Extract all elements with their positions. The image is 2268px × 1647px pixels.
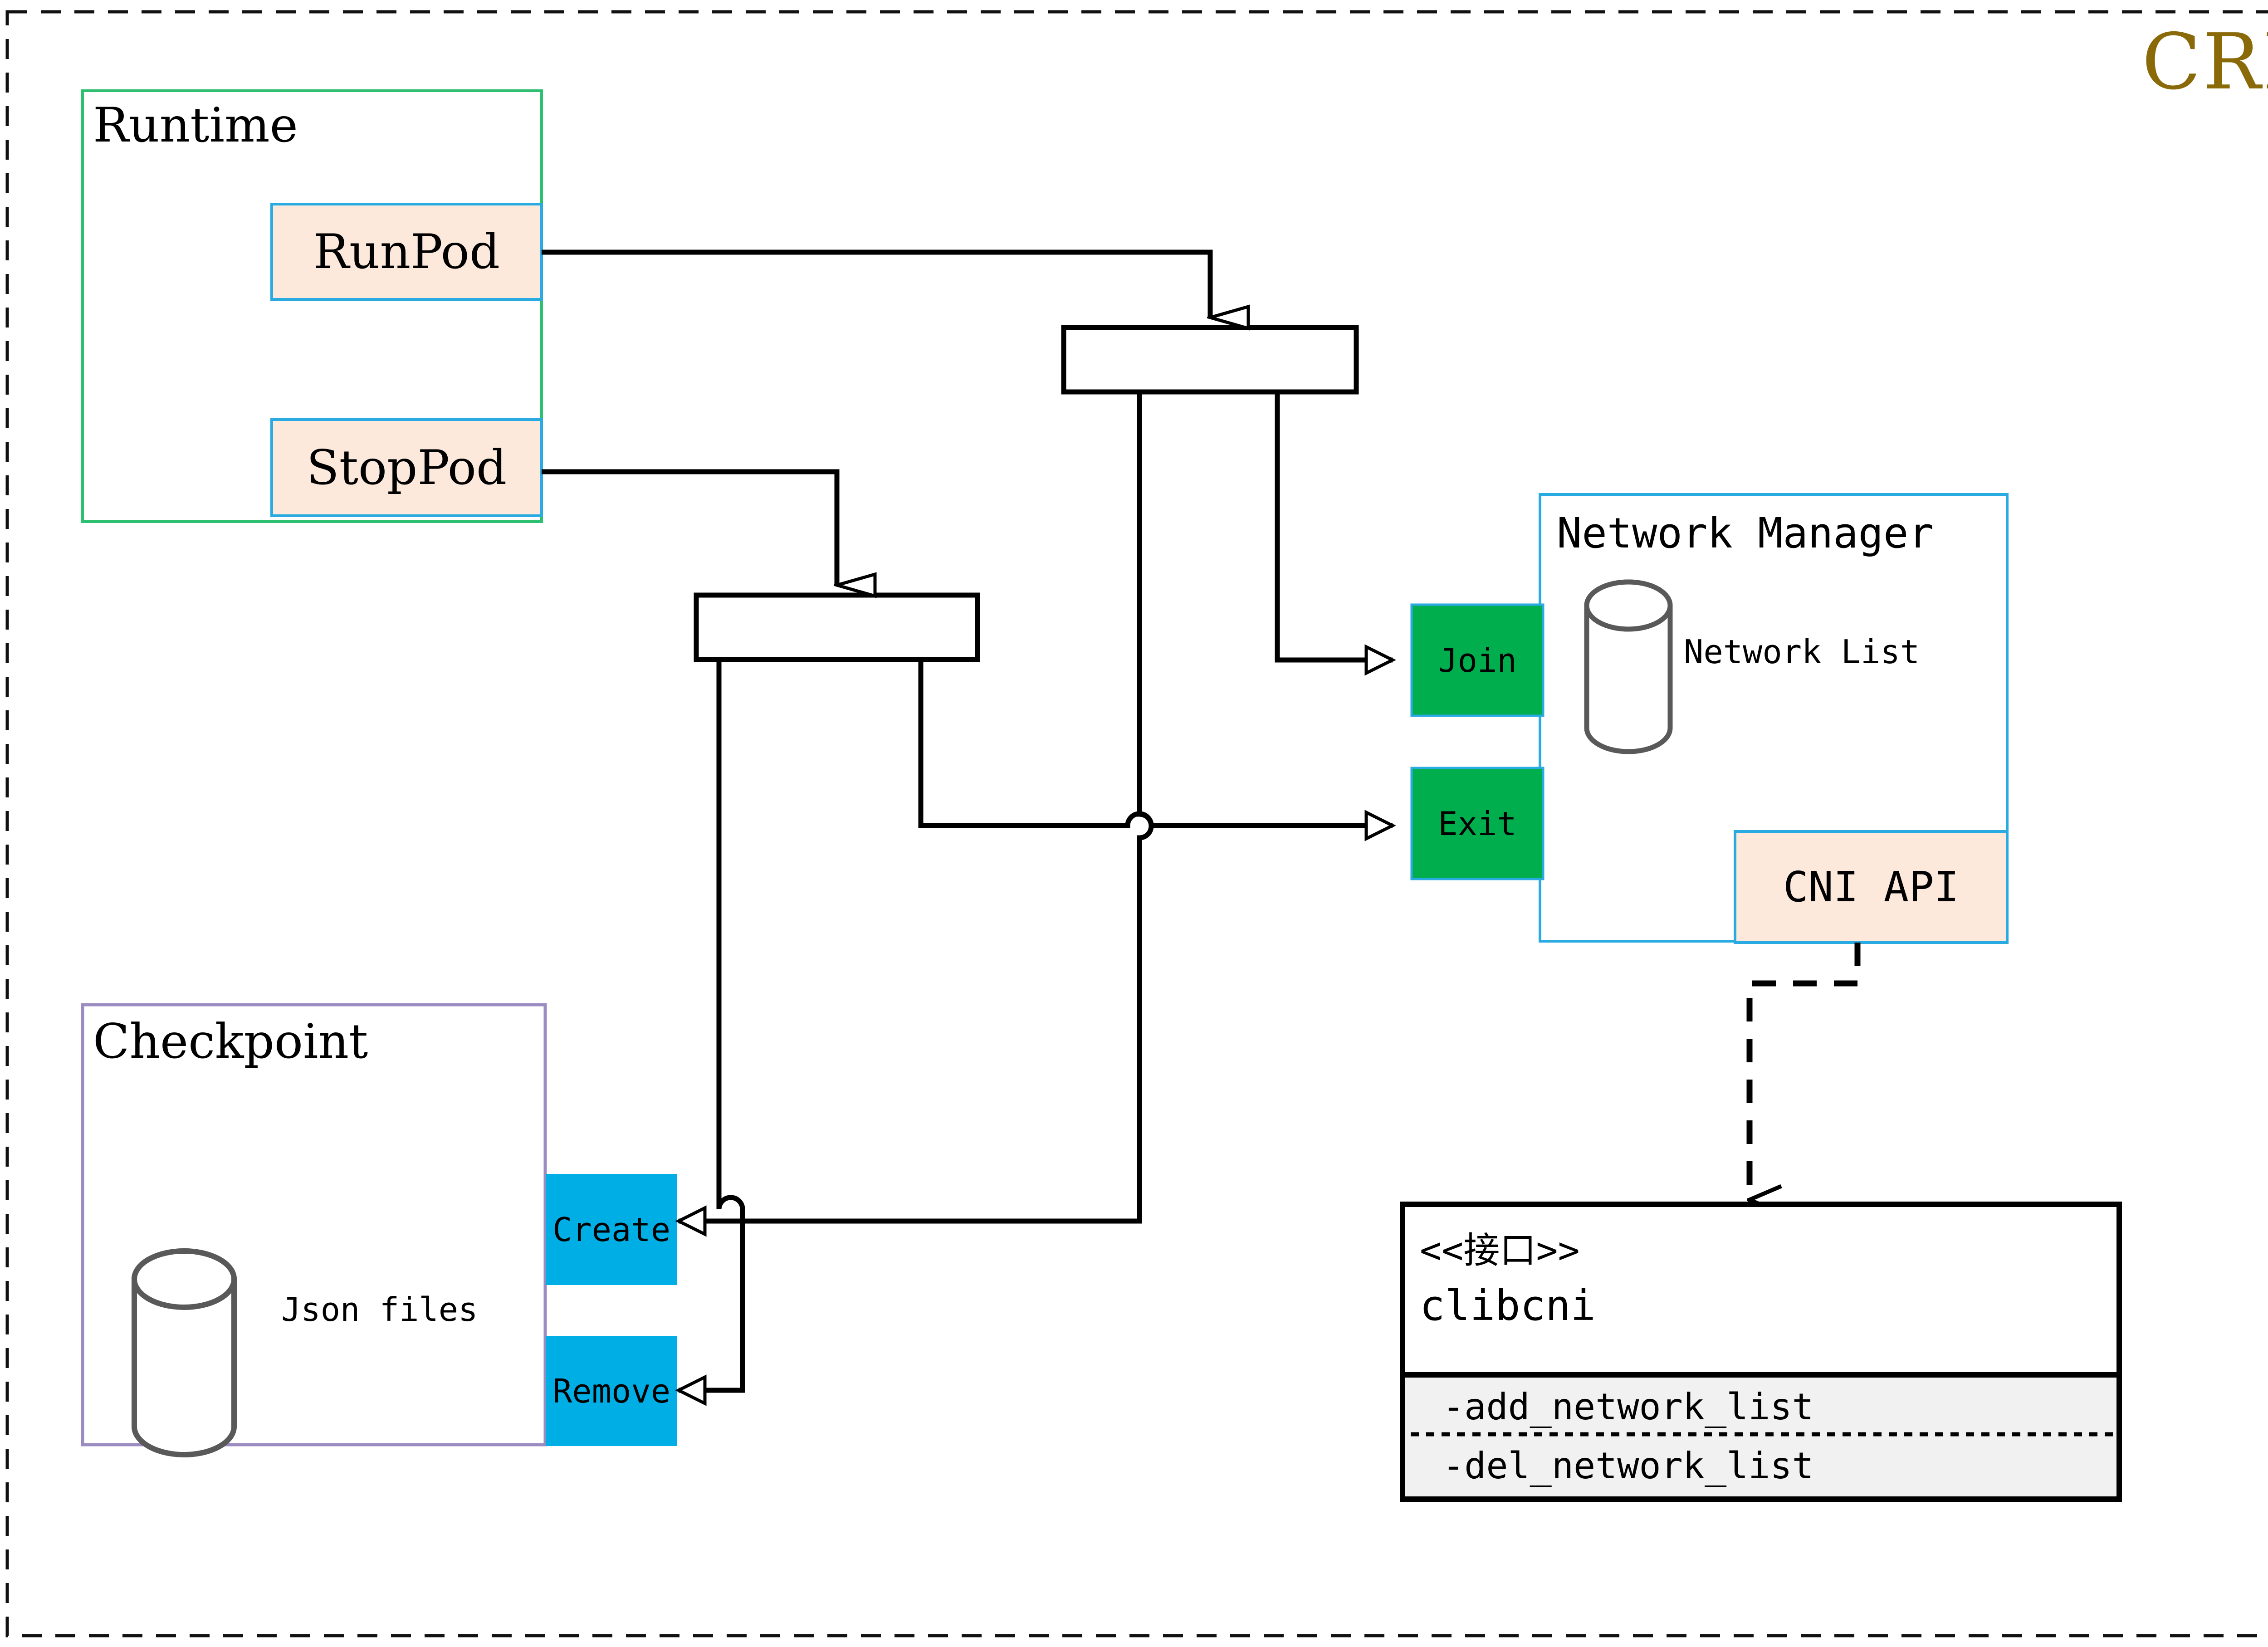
runpod-box xyxy=(270,203,543,301)
network-list-cylinder xyxy=(1584,579,1673,754)
create-box xyxy=(546,1174,677,1285)
checkpoint-title: Checkpoint xyxy=(93,1014,368,1069)
connector-cni-api-to-clibcni xyxy=(1746,943,1861,1200)
runtime-box xyxy=(81,89,543,523)
clibcni-stereotype: <<接口>> xyxy=(1420,1229,1580,1271)
cni-api-label[interactable]: CNI API xyxy=(1783,863,1959,911)
connector-stoppod-to-fork xyxy=(542,469,837,585)
checkpoint-box xyxy=(81,1003,547,1447)
join-label[interactable]: Join xyxy=(1438,641,1517,679)
stoppod-box xyxy=(270,418,543,517)
cni-api-box xyxy=(1734,830,2009,944)
clibcni-name: clibcni xyxy=(1420,1281,1596,1330)
network-list-label: Network List xyxy=(1684,633,1920,671)
json-files-cylinder xyxy=(132,1248,237,1457)
join-box xyxy=(1410,603,1545,717)
outer-frame xyxy=(5,10,2268,1637)
stoppod-fork-junction xyxy=(694,592,980,662)
connector-fork1-right-to-join xyxy=(1275,392,1396,676)
exit-box xyxy=(1410,767,1545,880)
runpod-fork-junction xyxy=(1061,325,1359,395)
network-manager-title: Network Manager xyxy=(1557,509,1934,557)
connector-runpod-to-fork xyxy=(542,249,1210,318)
stoppod-label[interactable]: StopPod xyxy=(306,440,507,495)
exit-label[interactable]: Exit xyxy=(1438,804,1517,843)
page-title: CRI xyxy=(2142,17,2268,107)
clibcni-method-add: -add_network_list xyxy=(1442,1386,1814,1428)
clibcni-method-del: -del_network_list xyxy=(1442,1445,1814,1487)
connector-fork1-left xyxy=(712,392,1154,1224)
create-label[interactable]: Create xyxy=(552,1210,671,1249)
json-files-label: Json files xyxy=(281,1290,478,1329)
runpod-label[interactable]: RunPod xyxy=(313,224,500,279)
connector-fork2-left xyxy=(675,660,745,1406)
remove-label[interactable]: Remove xyxy=(552,1372,671,1410)
runtime-title: Runtime xyxy=(93,98,298,153)
remove-box xyxy=(546,1336,677,1446)
connector-fork2-right-to-exit xyxy=(918,660,1396,841)
